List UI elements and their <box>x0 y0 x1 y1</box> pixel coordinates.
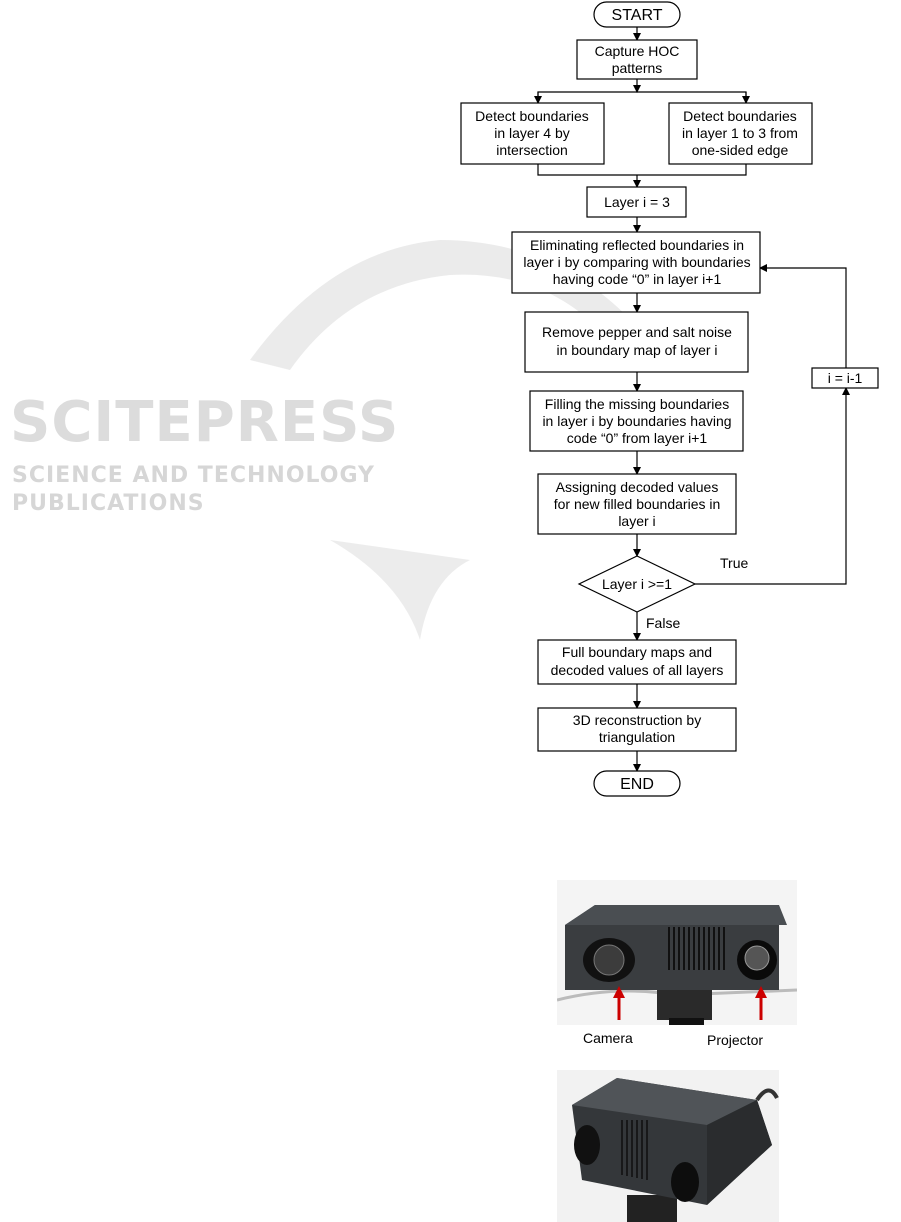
svg-text:i = i-1: i = i-1 <box>828 370 863 386</box>
end-node: END <box>593 770 681 797</box>
svg-text:for new filled boundaries in: for new filled boundaries in <box>554 496 721 512</box>
reconstruction-step: 3D reconstruction by triangulation <box>537 707 737 752</box>
eliminate-step: Eliminating reflected boundaries in laye… <box>511 231 761 294</box>
watermark-title: SCITEPRESS <box>10 390 400 455</box>
layer-init-step: Layer i = 3 <box>586 186 687 218</box>
watermark-subtitle: SCIENCE AND TECHNOLOGY PUBLICATIONS <box>12 463 375 516</box>
svg-text:Full boundary maps and: Full boundary maps and <box>562 644 712 660</box>
camera-label: Camera <box>583 1030 633 1046</box>
projector-label: Projector <box>707 1032 764 1048</box>
remove-noise-step: Remove pepper and salt noise in boundary… <box>524 311 749 373</box>
scanner-front-photo <box>557 880 797 1025</box>
svg-text:Assigning decoded values: Assigning decoded values <box>556 479 719 495</box>
svg-text:decoded values of all layers: decoded values of all layers <box>551 662 724 678</box>
svg-text:triangulation: triangulation <box>599 729 675 745</box>
false-label: False <box>646 615 680 631</box>
svg-text:Detect boundaries: Detect boundaries <box>683 108 797 124</box>
svg-text:Remove pepper and salt noise: Remove pepper and salt noise <box>542 324 732 340</box>
svg-text:Eliminating reflected boundari: Eliminating reflected boundaries in <box>530 237 744 253</box>
svg-text:layer i by comparing with boun: layer i by comparing with boundaries <box>523 254 750 270</box>
svg-text:Layer i >=1: Layer i >=1 <box>602 576 672 592</box>
svg-text:one-sided edge: one-sided edge <box>692 142 789 158</box>
detect-layer4-step: Detect boundaries in layer 4 by intersec… <box>460 102 605 165</box>
svg-text:in layer 4 by: in layer 4 by <box>494 125 569 141</box>
svg-text:Capture HOC: Capture HOC <box>595 43 680 59</box>
svg-text:in layer i by boundaries havin: in layer i by boundaries having <box>542 413 731 429</box>
decision-node: Layer i >=1 <box>577 555 697 613</box>
capture-patterns-step: Capture HOC patterns <box>576 39 698 80</box>
svg-text:intersection: intersection <box>496 142 568 158</box>
detect-layer1-3-step: Detect boundaries in layer 1 to 3 from o… <box>668 102 813 165</box>
svg-text:in boundary map of layer i: in boundary map of layer i <box>556 342 717 358</box>
true-label: True <box>720 555 748 571</box>
assigning-step: Assigning decoded values for new filled … <box>537 473 737 535</box>
svg-text:END: END <box>620 776 654 793</box>
svg-text:Detect boundaries: Detect boundaries <box>475 108 589 124</box>
svg-text:in layer 1 to 3 from: in layer 1 to 3 from <box>682 125 798 141</box>
svg-text:Filling the missing boundaries: Filling the missing boundaries <box>545 396 729 412</box>
full-maps-step: Full boundary maps and decoded values of… <box>537 639 737 685</box>
filling-step: Filling the missing boundaries in layer … <box>529 390 744 452</box>
decrement-step: i = i-1 <box>811 367 879 389</box>
flowchart: START Capture HOC patterns Detect bounda… <box>460 1 879 797</box>
svg-text:3D reconstruction by: 3D reconstruction by <box>573 712 701 728</box>
connectors <box>534 27 850 772</box>
svg-text:START: START <box>612 7 663 24</box>
svg-text:having code “0” in layer i+1: having code “0” in layer i+1 <box>553 271 722 287</box>
svg-text:layer i: layer i <box>618 513 655 529</box>
start-node: START <box>593 1 681 28</box>
svg-text:Layer i = 3: Layer i = 3 <box>604 194 670 210</box>
scanner-angled-photo <box>557 1070 779 1222</box>
svg-text:code “0” from layer i+1: code “0” from layer i+1 <box>567 430 708 446</box>
svg-text:patterns: patterns <box>612 60 663 76</box>
